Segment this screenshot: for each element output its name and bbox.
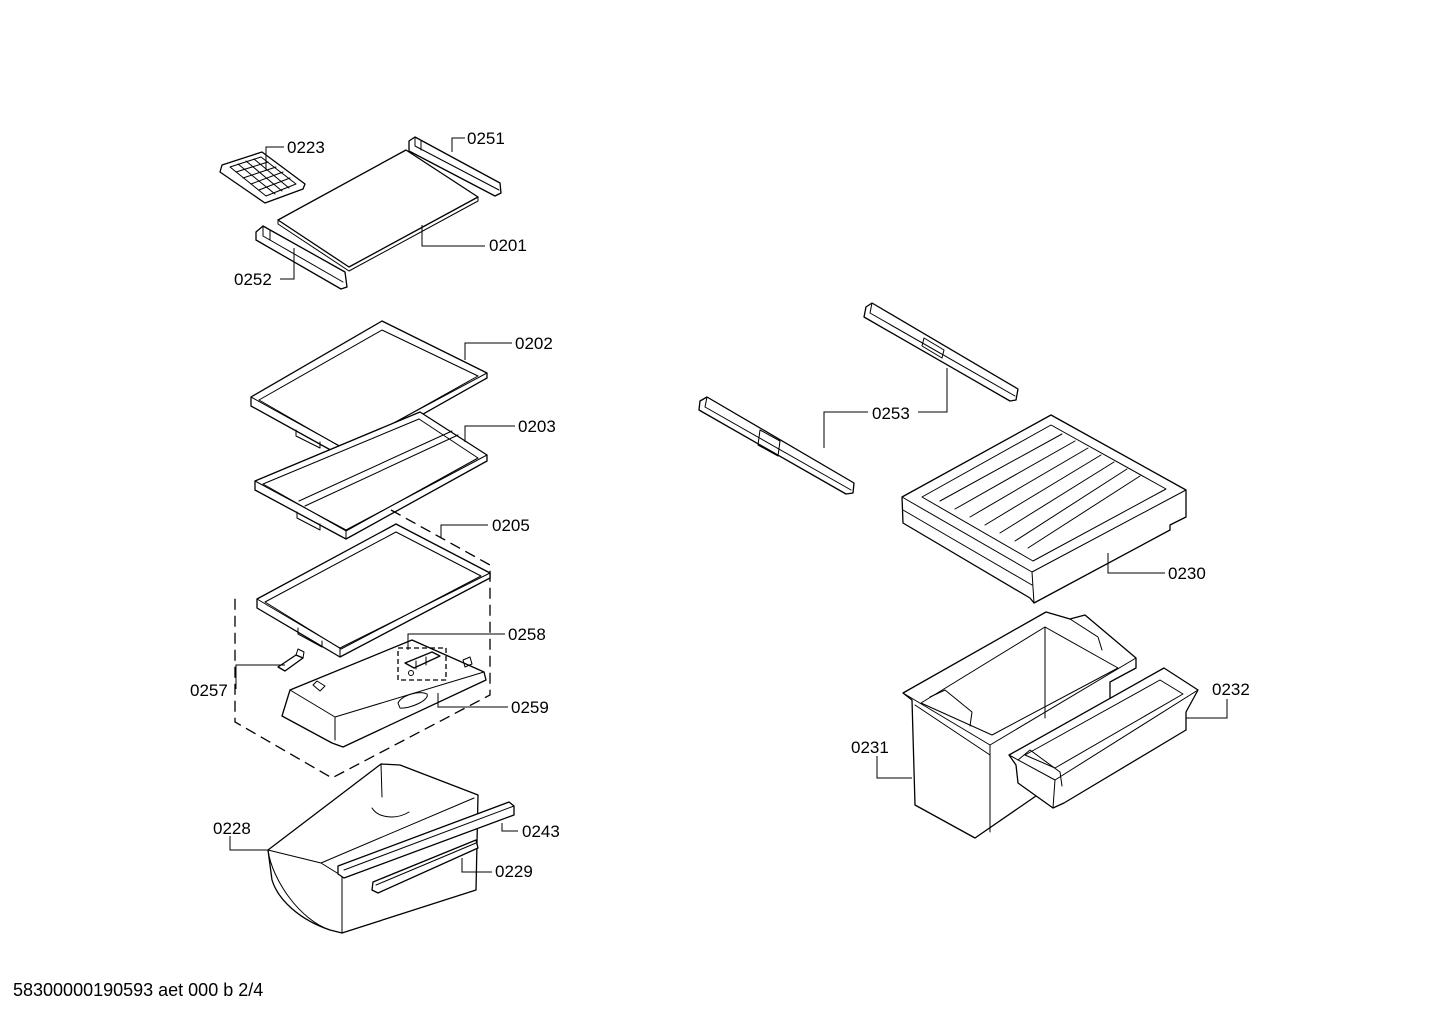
leader-0223 [265, 146, 284, 170]
leader-0201 [421, 225, 485, 247]
sliding-tray-0259 [281, 639, 487, 748]
latch-0258 [404, 651, 441, 676]
document-id-footer: 58300000190593 aet 000 b 2/4 [13, 980, 264, 1000]
leader-0203 [464, 425, 515, 442]
leader-0243 [501, 823, 518, 832]
leader-0259 [437, 693, 508, 708]
leader-0229 [461, 858, 492, 873]
shelf-rail-0252 [255, 225, 348, 290]
label-0223: 0223 [287, 138, 325, 157]
label-0203: 0203 [518, 417, 556, 436]
leader-0205 [440, 524, 488, 538]
shelf-rail-0251 [408, 136, 502, 197]
assembly-outline-0205 [234, 509, 491, 779]
small-bin-0232 [1008, 667, 1199, 809]
label-0251: 0251 [467, 129, 505, 148]
label-0205: 0205 [492, 516, 530, 535]
large-bin-0231 [902, 611, 1137, 839]
label-0202: 0202 [515, 334, 553, 353]
framed-shelf-0203 [254, 411, 488, 540]
leader-0257 [235, 664, 285, 689]
glass-shelf-0201 [277, 149, 479, 272]
label-0257: 0257 [190, 681, 228, 700]
leader-0228 [229, 836, 268, 851]
leader-0230 [1107, 553, 1165, 574]
label-0253: 0253 [872, 404, 910, 423]
clip-0257 [277, 648, 305, 672]
label-0252: 0252 [234, 270, 272, 289]
label-0231: 0231 [851, 738, 889, 757]
leader-0253-b [918, 368, 948, 413]
leader-0253 [823, 411, 868, 448]
telescopic-rail-upper-0253 [863, 302, 1019, 402]
drawer-handle-0229 [371, 839, 479, 894]
label-0229: 0229 [495, 862, 533, 881]
framed-shelf-0205 [256, 523, 491, 658]
ice-tray-0223 [219, 151, 306, 204]
crisper-drawer-0228 [267, 763, 479, 934]
front-bar-0243 [337, 801, 515, 879]
label-0259: 0259 [511, 698, 549, 717]
leader-0231 [876, 756, 912, 779]
label-0258: 0258 [508, 625, 546, 644]
label-0228: 0228 [213, 819, 251, 838]
label-0201: 0201 [489, 236, 527, 255]
leader-0252 [280, 248, 295, 280]
label-0243: 0243 [522, 822, 560, 841]
label-0230: 0230 [1168, 564, 1206, 583]
detail-box-0258 [397, 647, 447, 681]
leader-0232 [1186, 699, 1228, 719]
telescopic-rail-lower-0253 [698, 396, 855, 495]
leader-0258 [407, 633, 505, 650]
leader-0251 [451, 137, 465, 152]
leader-0202 [464, 342, 512, 360]
slide-out-tray-0230 [901, 414, 1187, 604]
label-0232: 0232 [1212, 680, 1250, 699]
